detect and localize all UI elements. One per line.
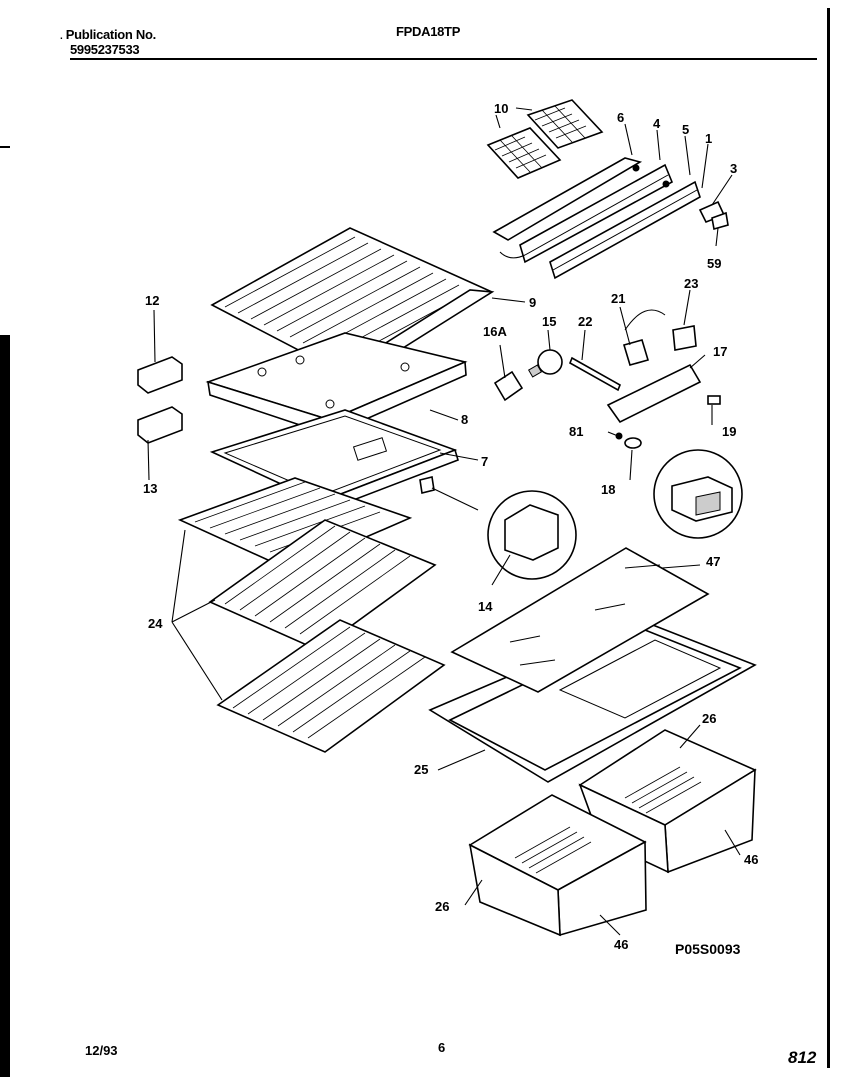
- callout-4: 4: [653, 116, 661, 131]
- callout-26-upper: 26: [702, 711, 716, 726]
- callout-17: 17: [713, 344, 727, 359]
- leader-lines: [147, 107, 741, 936]
- model-number: FPDA18TP: [396, 24, 461, 39]
- publication-number: 5995237533: [70, 42, 140, 57]
- wire-shelf-part: [177, 477, 446, 753]
- dairy-bin-part: [137, 356, 183, 444]
- callout-25: 25: [414, 762, 428, 777]
- callout-46-right: 46: [744, 852, 758, 867]
- figure-id: P05S0093: [675, 941, 741, 957]
- callout-21: 21: [611, 291, 625, 306]
- callout-7: 7: [481, 454, 488, 469]
- header-rule: [70, 58, 817, 60]
- callout-8: 8: [461, 412, 468, 427]
- callout-5: 5: [682, 122, 689, 137]
- callout-19: 19: [722, 424, 736, 439]
- callout-46-lower: 46: [614, 937, 628, 952]
- footer-page: 6: [438, 1040, 446, 1055]
- crisper-cover-part: [428, 547, 757, 783]
- callout-3: 3: [730, 161, 737, 176]
- callout-59: 59: [707, 256, 721, 271]
- footer-date: 12/93: [85, 1043, 118, 1058]
- left-margin-tick: [0, 146, 10, 148]
- callout-14: 14: [478, 599, 493, 614]
- callout-15: 15: [542, 314, 556, 329]
- callout-10: 10: [494, 101, 508, 116]
- callout-22: 22: [578, 314, 592, 329]
- callout-81: 81: [569, 424, 583, 439]
- callout-9: 9: [529, 295, 536, 310]
- right-border: [827, 8, 830, 1068]
- callout-1: 1: [705, 131, 712, 146]
- callout-16a: 16A: [483, 324, 507, 339]
- callout-18: 18: [601, 482, 615, 497]
- callout-12: 12: [145, 293, 159, 308]
- left-binding-strip: [0, 335, 10, 1077]
- publication-label: . Publication No.: [60, 27, 156, 42]
- callout-47: 47: [706, 554, 720, 569]
- footer-code: 812: [788, 1048, 817, 1067]
- callout-23: 23: [684, 276, 698, 291]
- ice-tray-part: [486, 99, 604, 179]
- callout-24: 24: [148, 616, 163, 631]
- callout-26-lower: 26: [435, 899, 449, 914]
- crisper-pan-part: [468, 729, 757, 937]
- callout-13: 13: [143, 481, 157, 496]
- control-parts: [419, 309, 743, 580]
- ice-rail-part: [492, 157, 729, 280]
- callout-6: 6: [617, 110, 624, 125]
